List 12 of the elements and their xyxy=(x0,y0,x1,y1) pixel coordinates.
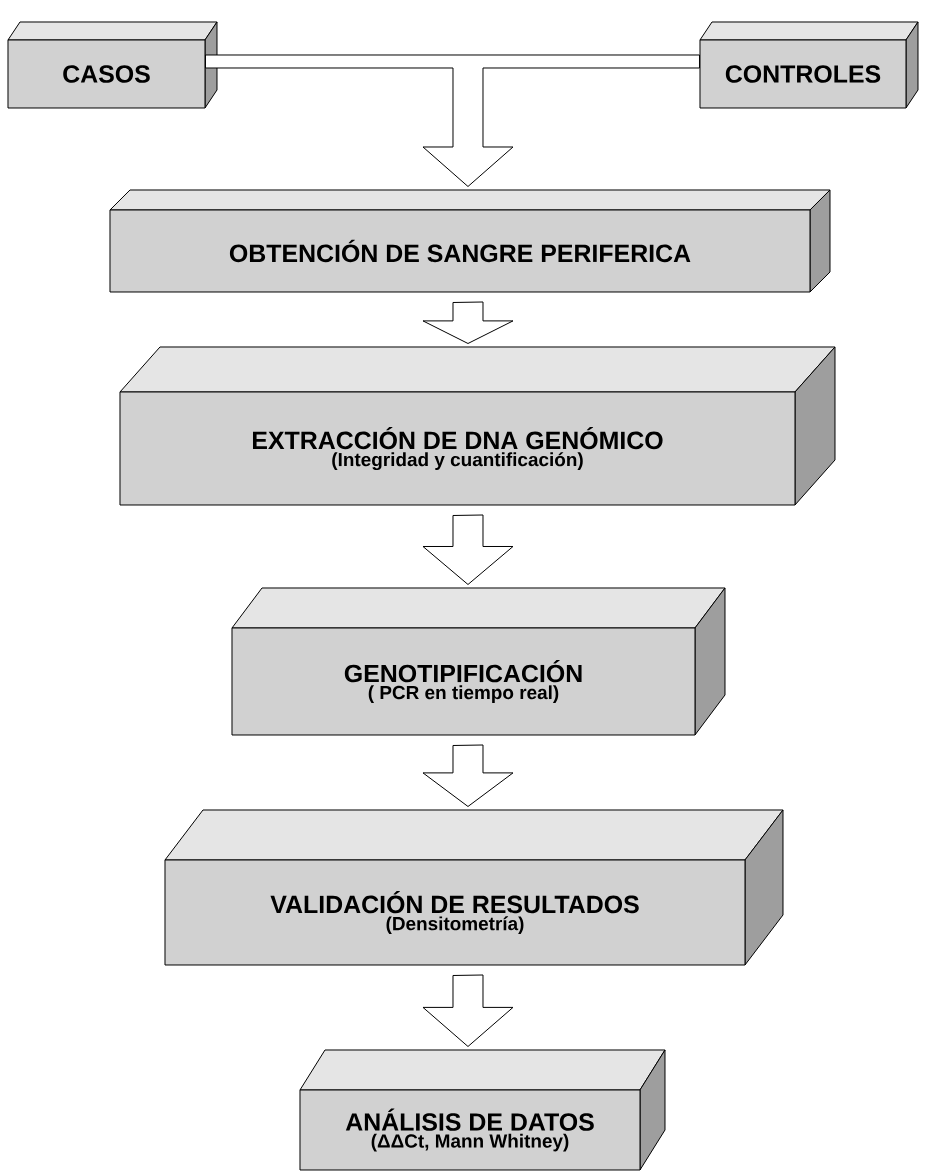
process-box: OBTENCIÓN DE SANGRE PERIFERICA xyxy=(109,189,831,293)
process-box: CONTROLES xyxy=(699,21,919,109)
block-arrow xyxy=(422,744,514,807)
process-box: EXTRACCIÓN DE DNA GENÓMICO (Integridad y cuantificación) xyxy=(119,346,836,506)
block-arrow xyxy=(422,514,514,585)
block-arrow xyxy=(205,54,700,187)
process-box: VALIDACIÓN DE RESULTADOS (Densitometría) xyxy=(164,809,784,966)
block-arrow xyxy=(422,301,514,344)
process-box: CASOS xyxy=(7,21,218,109)
process-box: ANÁLISIS DE DATOS (ΔΔCt, Mann Whitney) xyxy=(299,1049,666,1171)
block-arrow xyxy=(422,974,514,1047)
process-box: GENOTIPIFICACIÓN ( PCR en tiempo real) xyxy=(231,587,726,736)
